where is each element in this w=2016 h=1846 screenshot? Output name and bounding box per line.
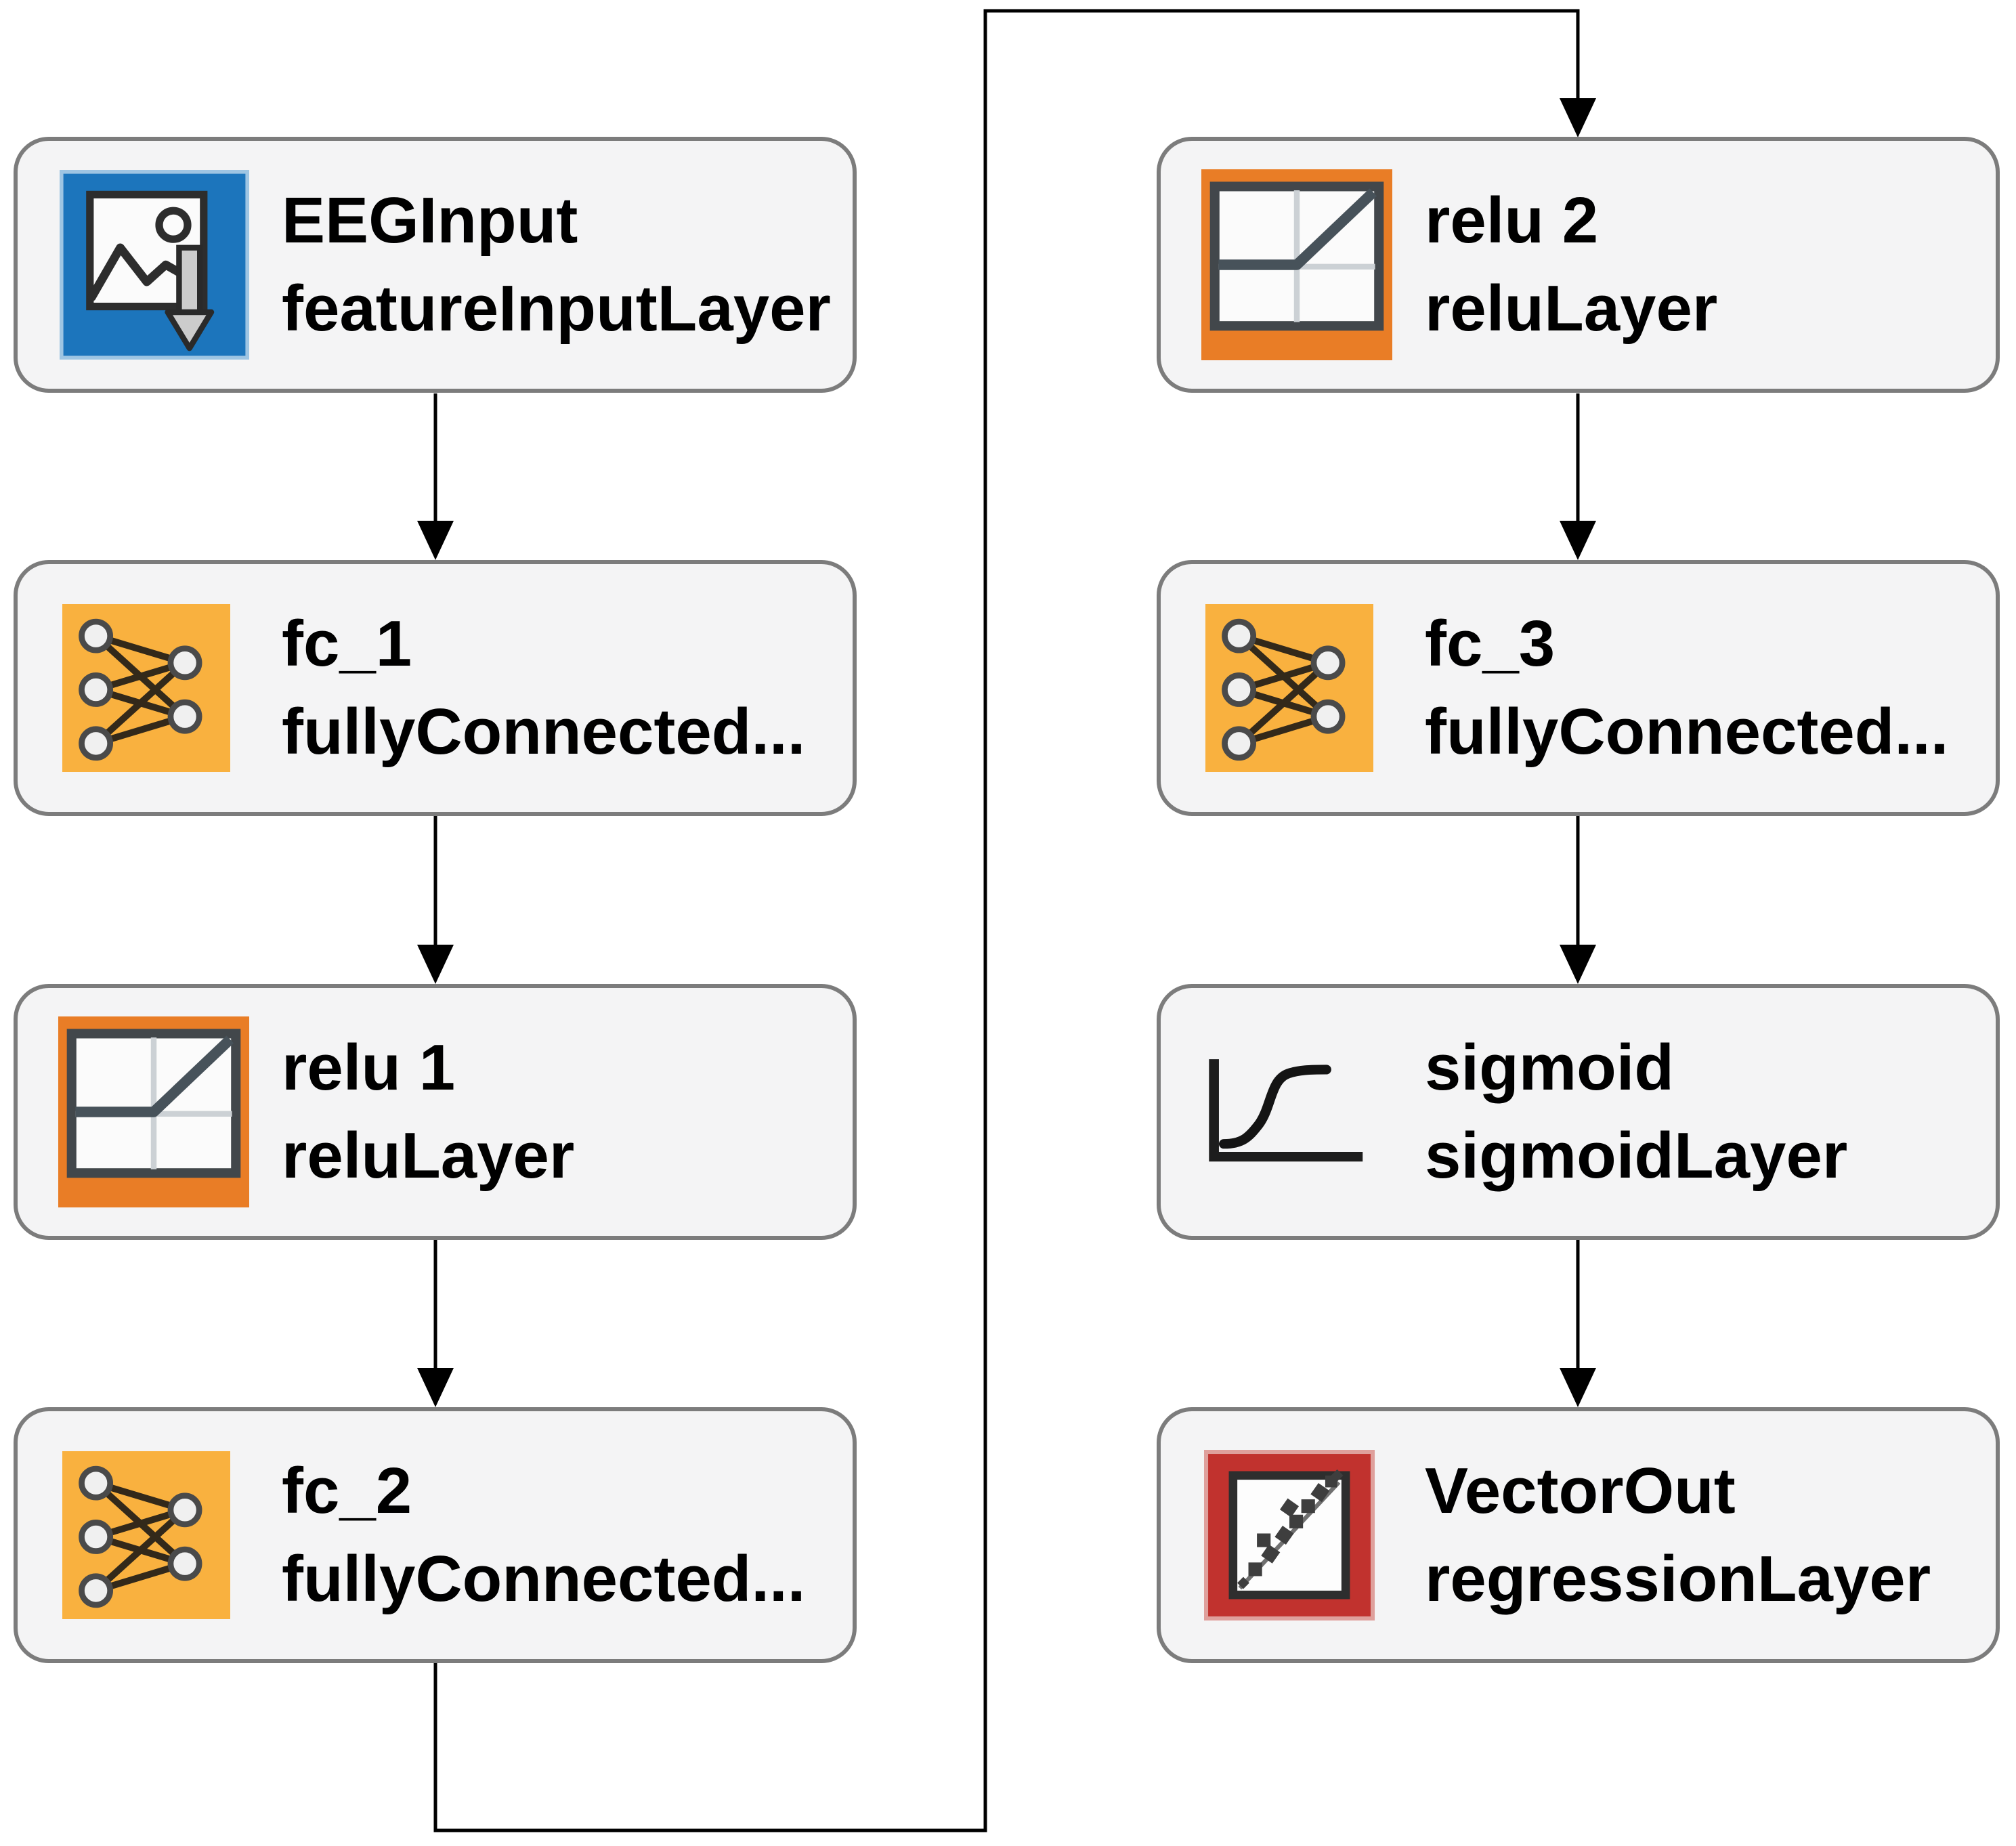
regression-icon [1204, 1450, 1375, 1620]
arrowhead-icon [1560, 98, 1596, 137]
layer-name: relu 1 [282, 1031, 456, 1104]
layer-labels: EEGInput featureInputLayer [282, 177, 843, 353]
arrowhead-icon [1560, 1368, 1596, 1407]
layer-type: regressionLayer [1425, 1543, 1931, 1615]
layer-type: reluLayer [282, 1119, 575, 1192]
layer-node-eeginput[interactable]: EEGInput featureInputLayer [14, 137, 857, 393]
layer-name: VectorOut [1425, 1455, 1736, 1527]
arrowheads [417, 98, 1596, 1407]
relu-icon [58, 1016, 249, 1207]
feature-input-icon [60, 170, 249, 360]
layer-name: sigmoid [1425, 1031, 1675, 1104]
layer-labels: fc_1 fullyConnected... [282, 600, 843, 776]
arrowhead-icon [1560, 945, 1596, 984]
layer-type: sigmoidLayer [1425, 1119, 1848, 1192]
layer-name: EEGInput [282, 184, 578, 257]
layer-name: fc_2 [282, 1455, 412, 1527]
layer-node-fc-3[interactable]: fc_3 fullyConnected... [1157, 560, 2000, 816]
layer-type: featureInputLayer [282, 272, 831, 345]
layer-labels: relu 2 reluLayer [1425, 177, 1986, 353]
layer-type: fullyConnected... [1425, 695, 1949, 768]
arrowhead-icon [417, 945, 454, 984]
layer-node-fc-2[interactable]: fc_2 fullyConnected... [14, 1407, 857, 1663]
arrow-fc2-relu2 [433, 9, 1580, 1832]
sigmoid-icon [1204, 1054, 1369, 1169]
layer-node-sigmoid[interactable]: sigmoid sigmoidLayer [1157, 984, 2000, 1240]
layer-node-relu-1[interactable]: relu 1 reluLayer [14, 984, 857, 1240]
layer-type: reluLayer [1425, 272, 1718, 345]
layer-type: fullyConnected... [282, 695, 806, 768]
layer-labels: VectorOut regressionLayer [1425, 1447, 1986, 1623]
layer-node-vectorout[interactable]: VectorOut regressionLayer [1157, 1407, 2000, 1663]
arrowhead-icon [417, 521, 454, 560]
fully-connected-icon [62, 604, 230, 772]
layer-labels: fc_3 fullyConnected... [1425, 600, 1986, 776]
fully-connected-icon [62, 1451, 230, 1619]
relu-icon [1201, 169, 1392, 360]
layer-name: fc_1 [282, 607, 412, 680]
layer-type: fullyConnected... [282, 1543, 806, 1615]
connector-lines [433, 9, 1580, 1832]
layer-labels: relu 1 reluLayer [282, 1024, 843, 1200]
arrowhead-icon [417, 1368, 454, 1407]
layer-node-relu-2[interactable]: relu 2 reluLayer [1157, 137, 2000, 393]
layer-node-fc-1[interactable]: fc_1 fullyConnected... [14, 560, 857, 816]
layer-name: fc_3 [1425, 607, 1556, 680]
arrowhead-icon [1560, 521, 1596, 560]
layer-labels: sigmoid sigmoidLayer [1425, 1024, 1986, 1200]
layer-labels: fc_2 fullyConnected... [282, 1447, 843, 1623]
layer-name: relu 2 [1425, 184, 1599, 257]
fully-connected-icon [1205, 604, 1373, 772]
